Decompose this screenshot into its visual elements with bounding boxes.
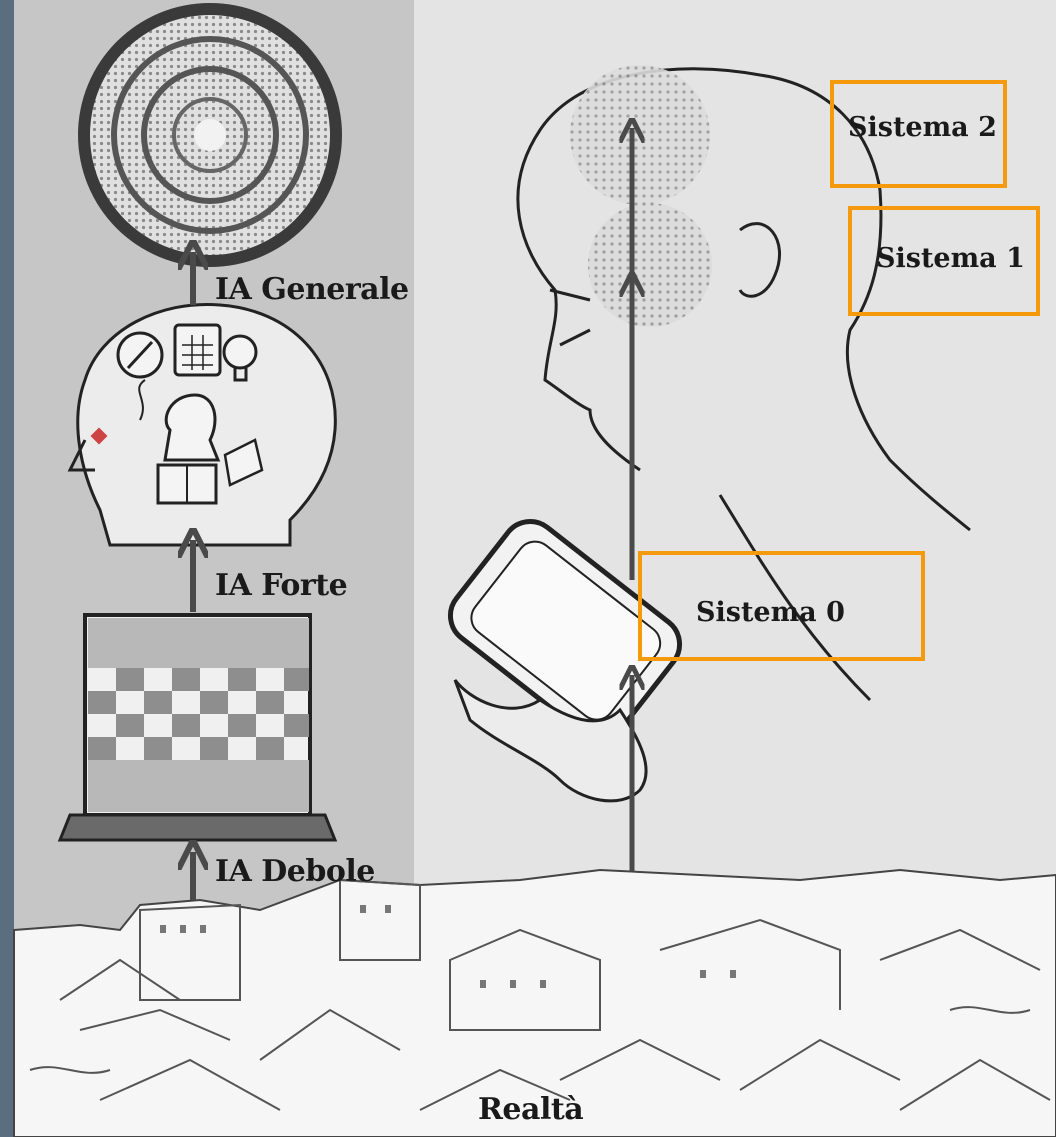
highlight-box-sistema-1 [848, 206, 1040, 316]
laptop-chessboard-icon [57, 613, 338, 842]
target-icon [78, 3, 342, 267]
label-ia-debole: IA Debole [215, 854, 375, 889]
label-ia-generale: IA Generale [215, 272, 409, 307]
head-icon [67, 302, 337, 547]
label-realta: Realtà [478, 1092, 584, 1127]
city-skyline-icon [13, 868, 1056, 1137]
left-edge-strip [0, 0, 14, 1137]
highlight-box-sistema-0 [638, 551, 925, 661]
label-sistema-1: Sistema 1 [876, 243, 1025, 274]
label-sistema-0: Sistema 0 [696, 597, 845, 628]
label-ia-forte: IA Forte [215, 568, 348, 603]
highlight-box-sistema-2 [830, 80, 1007, 188]
label-sistema-2: Sistema 2 [848, 112, 997, 143]
